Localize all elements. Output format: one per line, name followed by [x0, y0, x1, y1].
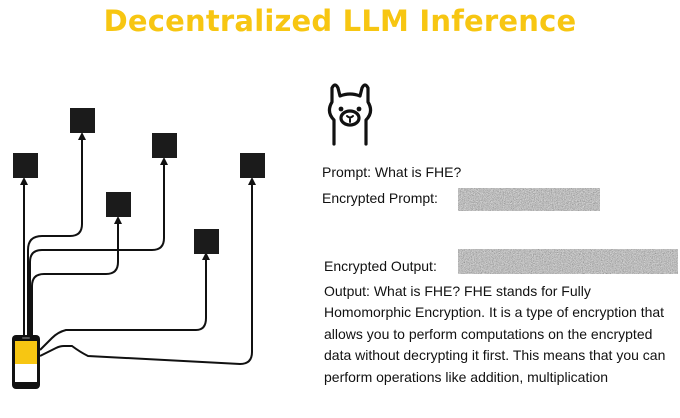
compute-node [240, 153, 265, 178]
page-title: Decentralized LLM Inference [103, 4, 577, 38]
encrypted-prompt-noise [458, 188, 600, 211]
compute-nodes [13, 108, 265, 254]
smartphone-icon [12, 335, 40, 389]
connection-node-2 [27, 132, 86, 335]
compute-node [13, 153, 38, 178]
connection-node-4 [31, 216, 122, 335]
prompt-text: What is FHE? [374, 164, 462, 180]
output-text: What is FHE? FHE stands for Fully Homomo… [324, 283, 666, 385]
compute-node [194, 229, 219, 254]
compute-node [106, 192, 131, 217]
llama-icon [327, 83, 373, 146]
encrypted-prompt-label: Encrypted Prompt: [322, 190, 438, 206]
connection-node-5 [39, 252, 210, 351]
output-paragraph: Output: What is FHE? FHE stands for Full… [324, 281, 676, 388]
connection-node-3 [29, 157, 168, 335]
output-label: Output: [324, 283, 370, 299]
encrypted-output-label: Encrypted Output: [324, 258, 437, 274]
prompt-line: Prompt: What is FHE? [322, 164, 461, 180]
connection-node-6 [39, 177, 256, 366]
compute-node [152, 133, 177, 158]
connection-lines [20, 132, 256, 366]
encrypted-output-noise [458, 249, 678, 274]
prompt-label: Prompt: [322, 164, 372, 180]
compute-node [70, 108, 95, 133]
